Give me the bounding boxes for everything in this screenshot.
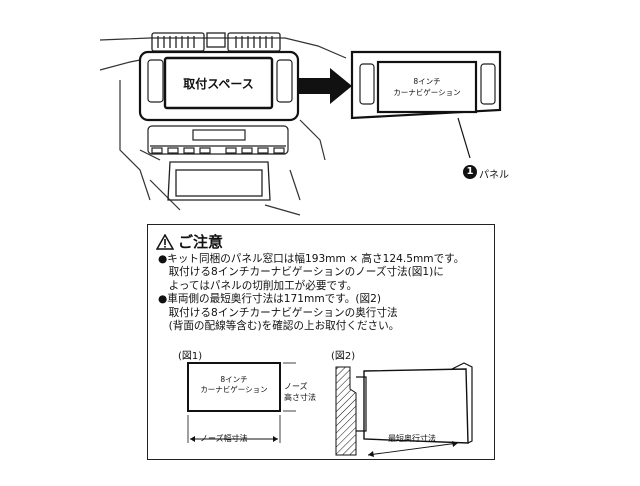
caution-line4: ●車両側の最短奥行寸法は171mmです。(図2) [158,293,381,306]
caution-text: ●キット同梱のパネル窓口は幅193mm × 高さ124.5mmです。 取付ける8… [158,253,464,333]
fig1-height-line1: ノーズ [284,382,308,391]
fig2-depth-label: 最短奥行寸法 [388,434,436,443]
caution-line2: 取付ける8インチカーナビゲーションのノーズ寸法(図1)に [158,266,444,279]
navi-label-line1: 8インチ [413,77,441,86]
navi-label-line2: カーナビゲーション [393,88,461,97]
dashboard-outline [99,37,347,216]
fig1-height-label: ノーズ 高さ寸法 [284,381,316,403]
storage-tray [167,161,271,201]
callout-circle-icon [463,165,477,179]
climate-panel [147,125,289,155]
replacement-panel [350,50,502,120]
caution-line5: 取付ける8インチカーナビゲーションの奥行寸法 [158,306,398,319]
fig1-navi-line2: カーナビゲーション [200,385,268,394]
fig1-navi-line1: 8インチ [220,375,248,384]
dash-bezel [138,50,300,122]
fig1-label: (図1) [178,351,203,362]
caution-line3: よってはパネルの切削加工が必要です。 [158,279,358,292]
dashboard-illustration [99,32,502,216]
fig1-diagram [187,362,296,443]
caution-line6: (背面の配線等含む)を確認の上お取付ください。 [158,320,400,333]
caution-heading: ご注意 [156,231,223,252]
fig1-navi: 8インチ カーナビゲーション [188,375,280,395]
caution-box: ご注意 ●キット同梱のパネル窓口は幅193mm × 高さ124.5mmです。 取… [147,224,495,460]
fig1-width-label: ノーズ幅寸法 [200,434,248,443]
fig1-height-line2: 高さ寸法 [284,393,316,402]
caution-line1: ●キット同梱のパネル窓口は幅193mm × 高さ124.5mmです。 [158,253,465,265]
warning-icon [156,233,174,250]
arrow-right-icon [298,68,352,104]
panel-callout-label: パネル [479,170,509,181]
fig2-diagram [335,362,473,457]
navi-label: 8インチ カーナビゲーション [378,76,476,98]
caution-title: ご注意 [178,233,224,251]
fig2-label: (図2) [331,351,356,362]
panel-callout-number: 1 [466,166,474,177]
center-vents [151,32,281,52]
mount-space-label: 取付スペース [183,77,254,91]
